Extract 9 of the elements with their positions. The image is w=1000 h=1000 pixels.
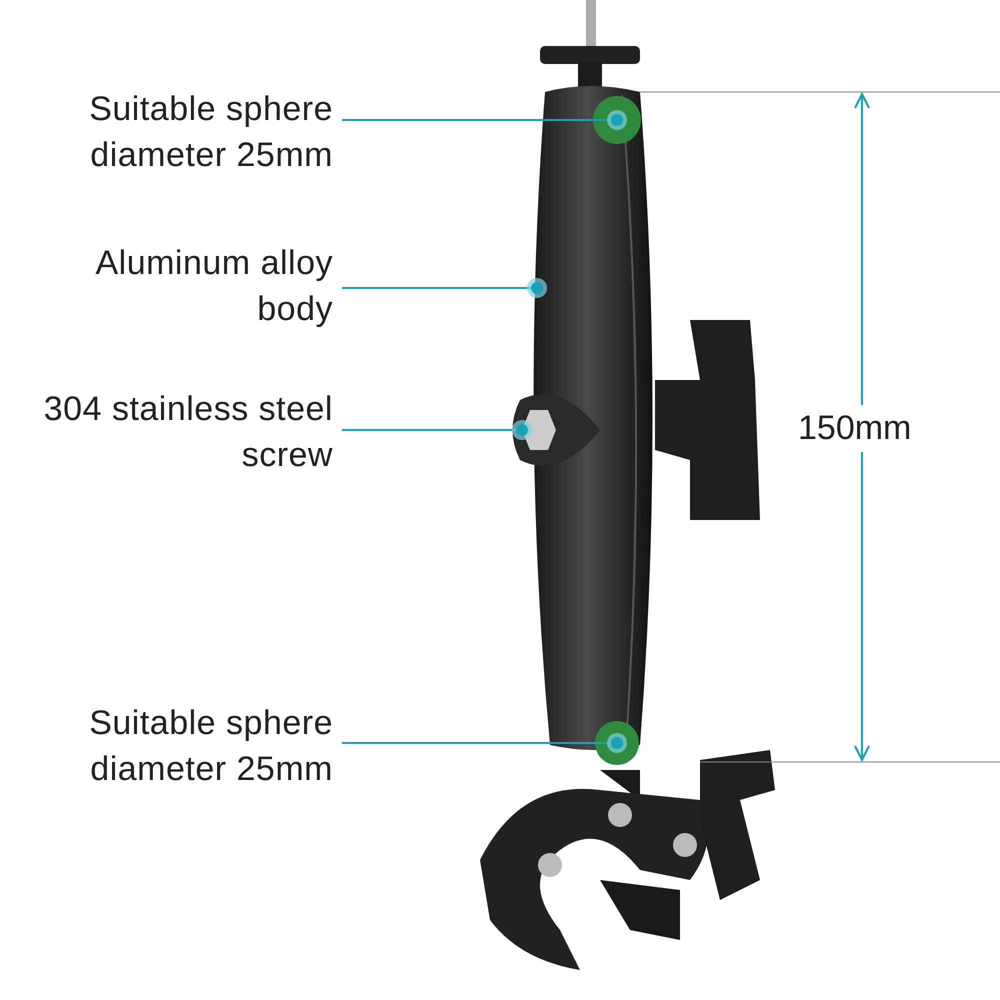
leader-line [342,278,547,298]
dimension-value: 150mm [798,405,912,452]
part-label: 304 stainless steel screw [43,386,333,478]
part-label: Suitable sphere diameter 25mm [43,700,333,792]
leader-line [342,420,532,440]
part-label: Aluminum alloy body [43,240,333,332]
leader-line [342,733,627,753]
part-label: Suitable sphere diameter 25mm [43,86,333,178]
leader-line [342,110,627,130]
